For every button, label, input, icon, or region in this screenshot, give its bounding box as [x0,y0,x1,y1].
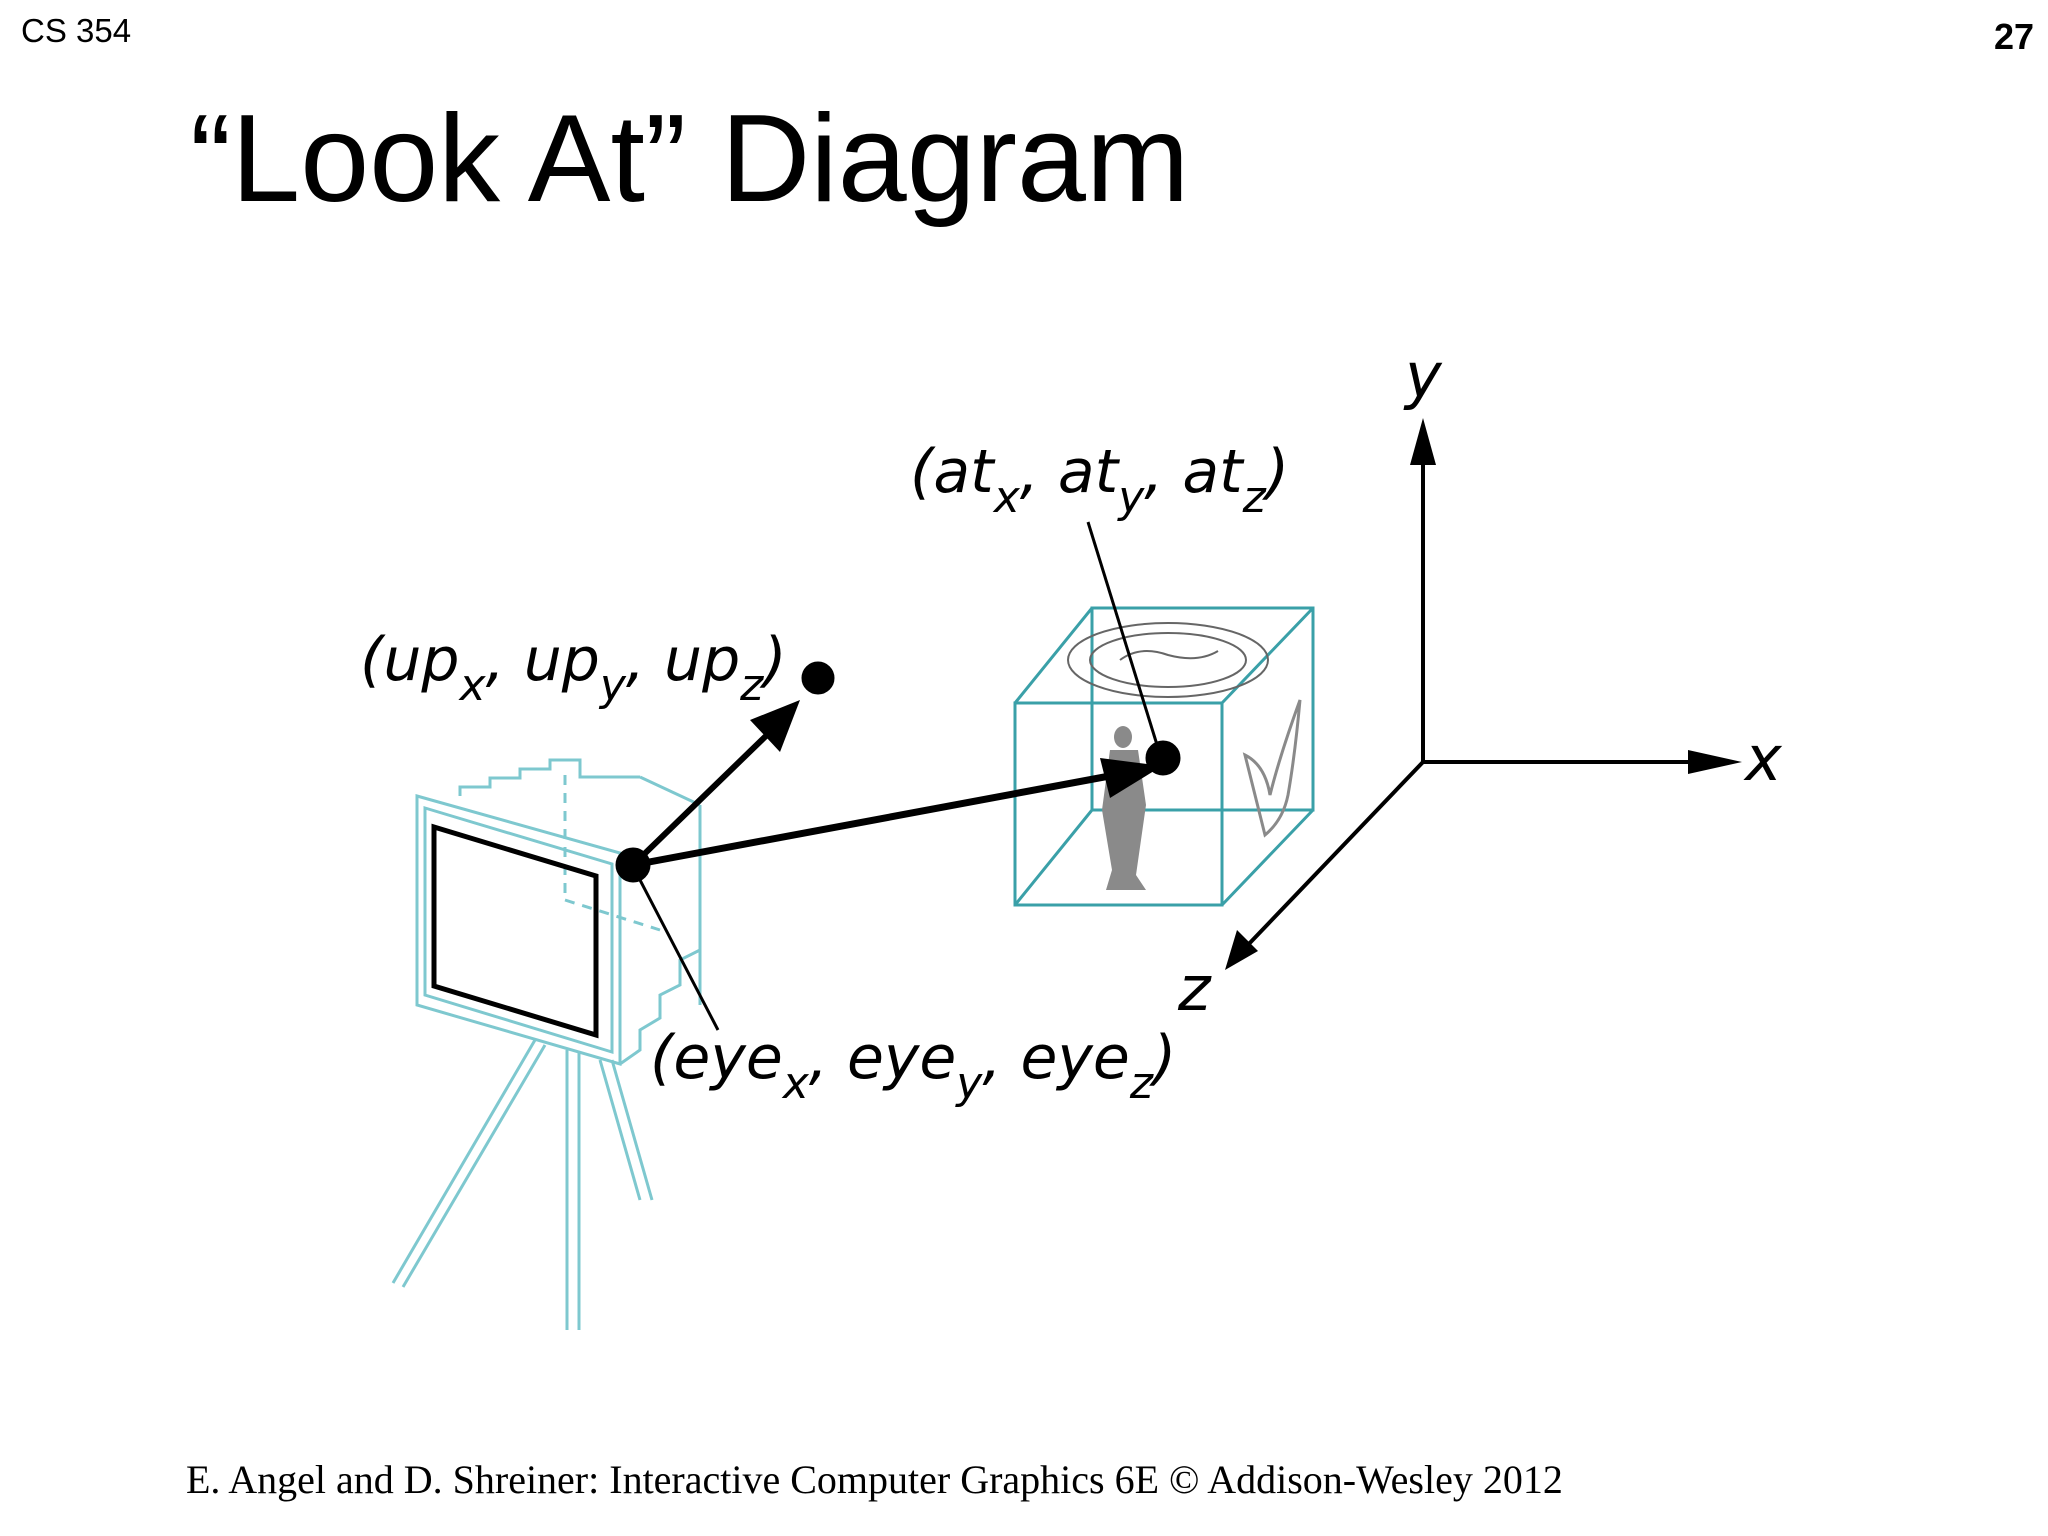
up-vector-arrow [630,729,773,868]
world-axes [1225,418,1742,970]
z-axis-line [1243,760,1425,950]
at-leader-line [1086,521,1160,749]
seal-icon [1067,622,1269,698]
up-point [801,661,835,695]
y-axis-arrowhead [1410,418,1436,465]
up-vector-arrowhead [750,700,800,752]
camera-screen [431,823,599,1039]
slide-title: “Look At” Diagram [190,90,1190,228]
course-code: CS 354 [21,12,132,49]
view-vectors [615,521,1181,1031]
axis-label-z: z [1177,952,1212,1025]
axis-label-x: x [1743,722,1783,795]
camera-icon [391,758,702,1330]
at-point [1145,740,1181,776]
up-coordinate-label: (upx, upy, upz) [360,625,787,711]
z-axis-arrowhead [1225,930,1258,970]
axis-label-y: y [1403,339,1443,412]
eagle-icon [1242,699,1302,838]
eye-to-at-arrowhead [1100,758,1162,798]
eye-point [615,847,651,883]
slide-number: 27 [1993,16,2034,57]
eye-to-at-arrow [632,771,1116,869]
eye-leader-line [638,879,720,1031]
x-axis-arrowhead [1688,750,1742,774]
eye-coordinate-label: (eyex, eyey, eyez) [650,1023,1176,1109]
cube-icon [1013,606,1315,907]
at-coordinate-label: (atx, aty, atz) [910,437,1289,523]
statue-icon [1102,726,1146,890]
footer-credit: E. Angel and D. Shreiner: Interactive Co… [186,1457,1563,1502]
